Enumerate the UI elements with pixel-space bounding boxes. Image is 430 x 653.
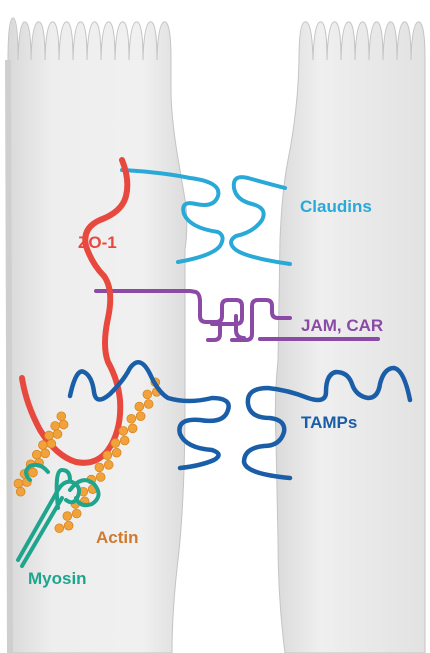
actin-bead	[127, 414, 136, 423]
actin-bead	[143, 390, 152, 399]
actin-bead	[41, 449, 50, 458]
actin-bead	[45, 431, 54, 440]
actin-bead	[53, 430, 62, 439]
actin-bead	[64, 521, 73, 530]
label-jam-car: JAM, CAR	[301, 316, 383, 335]
actin-bead	[14, 479, 23, 488]
actin-bead	[16, 487, 25, 496]
label-actin: Actin	[96, 528, 139, 547]
actin-bead	[59, 420, 68, 429]
actin-bead	[96, 473, 105, 482]
actin-bead	[55, 524, 64, 533]
actin-bead	[32, 450, 41, 459]
actin-bead	[111, 439, 120, 448]
actin-bead	[72, 509, 81, 518]
actin-bead	[135, 402, 144, 411]
actin-bead	[39, 441, 48, 450]
label-tamps: TAMPs	[301, 413, 357, 432]
actin-bead	[136, 412, 145, 421]
left-cell-edge-shade	[8, 60, 10, 653]
left-cell-body	[8, 18, 187, 653]
label-myosin: Myosin	[28, 569, 87, 588]
actin-bead	[119, 427, 128, 436]
left-cell	[8, 18, 187, 653]
actin-bead	[128, 424, 137, 433]
actin-bead	[144, 400, 153, 409]
actin-bead	[29, 468, 38, 477]
actin-bead	[63, 512, 72, 521]
actin-bead	[103, 451, 112, 460]
actin-bead	[112, 448, 121, 457]
actin-bead	[57, 412, 66, 421]
actin-bead	[120, 436, 129, 445]
actin-bead	[104, 460, 113, 469]
actin-bead	[47, 439, 56, 448]
actin-bead	[95, 463, 104, 472]
label-claudins: Claudins	[300, 197, 372, 216]
label-zo1: ZO-1	[78, 233, 117, 252]
actin-bead	[51, 421, 60, 430]
